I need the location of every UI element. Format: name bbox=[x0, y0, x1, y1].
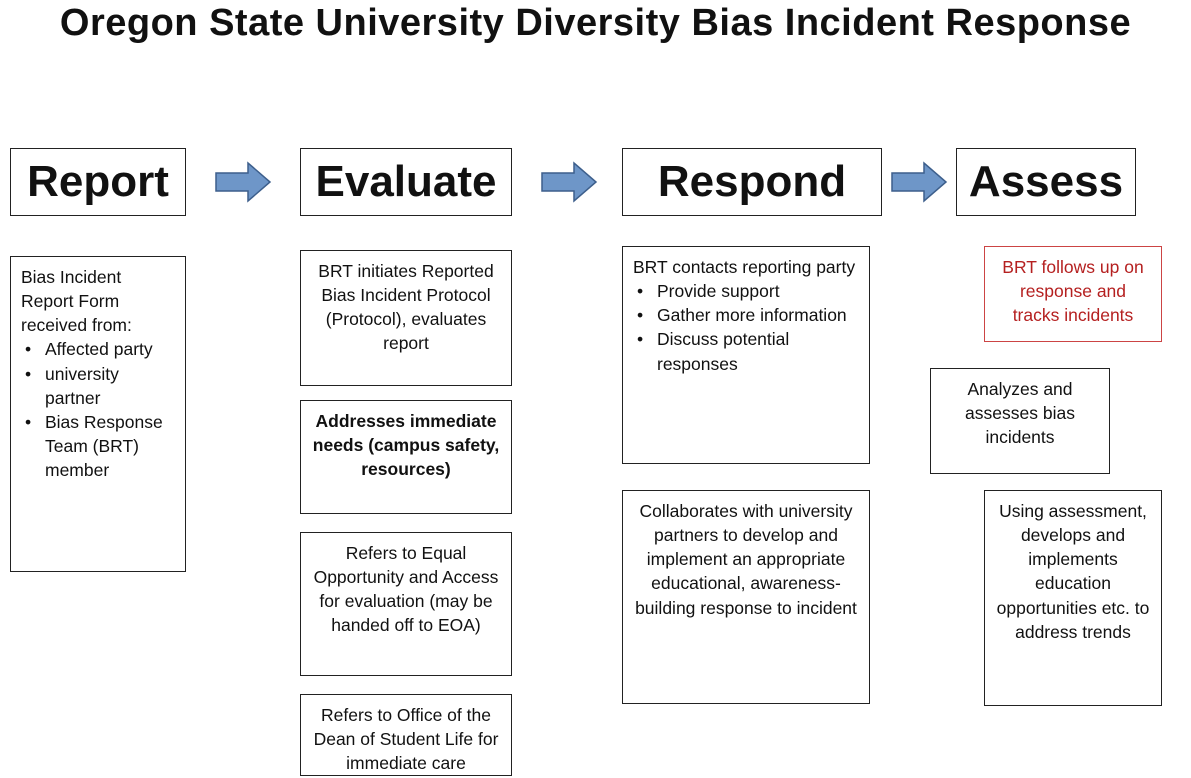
evaluate-box-student-life-referral: Refers to Office of the Dean of Student … bbox=[300, 694, 512, 776]
list-item: Gather more information bbox=[637, 303, 859, 327]
respond-contact-list: Provide support Gather more information … bbox=[633, 279, 859, 376]
list-item: Bias Response Team (BRT) member bbox=[25, 410, 175, 482]
respond-box-collaborate: Collaborates with university partners to… bbox=[622, 490, 870, 704]
respond-box-contact: BRT contacts reporting party Provide sup… bbox=[622, 246, 870, 464]
list-item: Discuss potential responses bbox=[637, 327, 859, 375]
evaluate-box-immediate-needs: Addresses immediate needs (campus safety… bbox=[300, 400, 512, 514]
list-item: Affected party bbox=[25, 337, 175, 361]
stage-evaluate: Evaluate bbox=[300, 148, 512, 216]
stage-assess: Assess bbox=[956, 148, 1136, 216]
arrow-right-icon bbox=[891, 161, 948, 203]
assess-box-analyze: Analyzes and assesses bias incidents bbox=[930, 368, 1110, 474]
arrow-right-icon bbox=[215, 161, 272, 203]
evaluate-box-eoa-referral: Refers to Equal Opportunity and Access f… bbox=[300, 532, 512, 676]
report-sources-box: Bias Incident Report Form received from:… bbox=[10, 256, 186, 572]
stage-report: Report bbox=[10, 148, 186, 216]
evaluate-box-protocol: BRT initiates Reported Bias Incident Pro… bbox=[300, 250, 512, 386]
list-item: university partner bbox=[25, 362, 175, 410]
report-sources-list: Affected party university partner Bias R… bbox=[21, 337, 175, 482]
assess-box-follow-up: BRT follows up on response and tracks in… bbox=[984, 246, 1162, 342]
stage-respond: Respond bbox=[622, 148, 882, 216]
report-sources-intro: Bias Incident Report Form received from: bbox=[21, 267, 132, 336]
respond-contact-intro: BRT contacts reporting party bbox=[633, 257, 856, 277]
assess-box-education: Using assessment, develops and implement… bbox=[984, 490, 1162, 706]
diagram-title: Oregon State University Diversity Bias I… bbox=[59, 2, 1132, 44]
list-item: Provide support bbox=[637, 279, 859, 303]
arrow-right-icon bbox=[541, 161, 598, 203]
